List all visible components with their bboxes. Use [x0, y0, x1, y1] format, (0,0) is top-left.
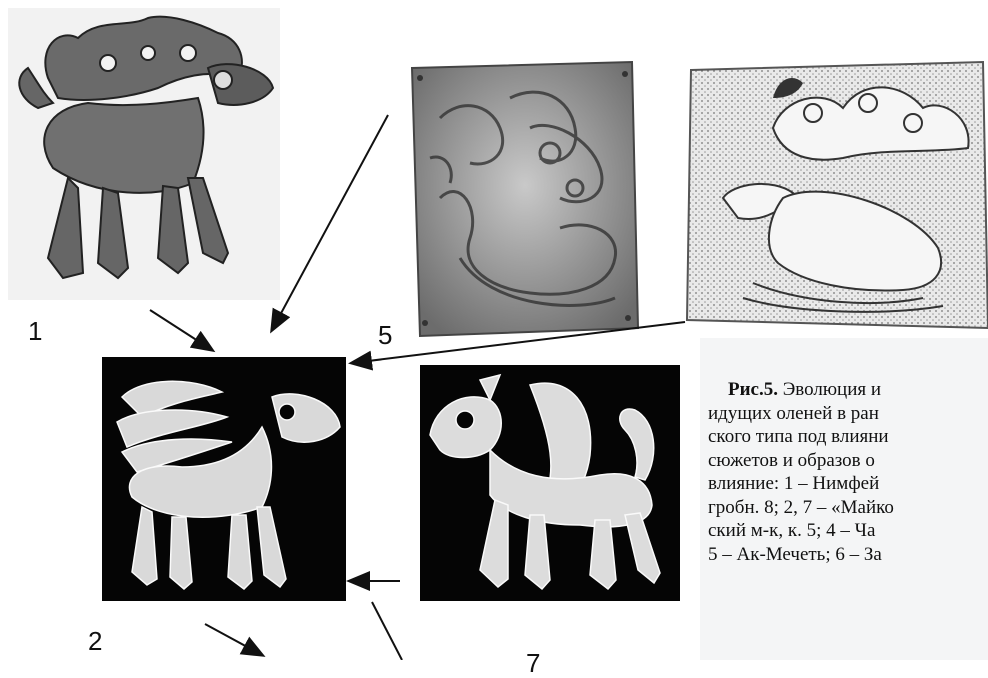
- standing-stag-icon: [102, 357, 346, 601]
- deer-plaque-6: [683, 58, 988, 330]
- figure-number-7: 7: [526, 650, 540, 676]
- caption-line-3: ского типа под влияни: [708, 425, 988, 449]
- caption-line-7: ский м-к, к. 5; 4 – Ча: [708, 519, 988, 543]
- caption-line-5: влияние: 1 – Нимфей: [708, 472, 988, 496]
- deer-plaque-2: [102, 357, 346, 601]
- caption-line-6: гробн. 8; 2, 7 – «Майко: [708, 496, 988, 520]
- griffin-icon: [420, 365, 680, 601]
- arrow-1-to-2: [150, 310, 212, 350]
- figure-caption: Рис.5. Эволюция и идущих оленей в ран ск…: [708, 378, 988, 566]
- figure-number-1: 1: [28, 318, 42, 344]
- arrow-5-to-2: [272, 115, 388, 330]
- caption-label: Рис.5.: [708, 379, 778, 400]
- caption-line-2: идущих оленей в ран: [708, 402, 988, 426]
- figure-number-5: 5: [378, 322, 392, 348]
- griffin-plaque-7: [420, 365, 680, 601]
- figure-number-2: 2: [88, 628, 102, 654]
- stag-figurine-icon: [8, 8, 280, 300]
- deer-plaque-5: [400, 58, 642, 340]
- gold-plate-reclining-deer-icon: [400, 58, 642, 340]
- arrow-2-out: [205, 624, 262, 655]
- deer-plaque-1: [8, 8, 280, 300]
- caption-line-8: 5 – Ак-Мечеть; 6 – За: [708, 543, 988, 567]
- arrow-stub: [372, 602, 402, 660]
- caption-line-1: Рис.5. Эволюция и: [708, 378, 988, 402]
- caption-line-4: сюжетов и образов о: [708, 449, 988, 473]
- reclining-deer-drawing-icon: [683, 58, 988, 330]
- caption-text-1: Эволюция и: [783, 379, 881, 400]
